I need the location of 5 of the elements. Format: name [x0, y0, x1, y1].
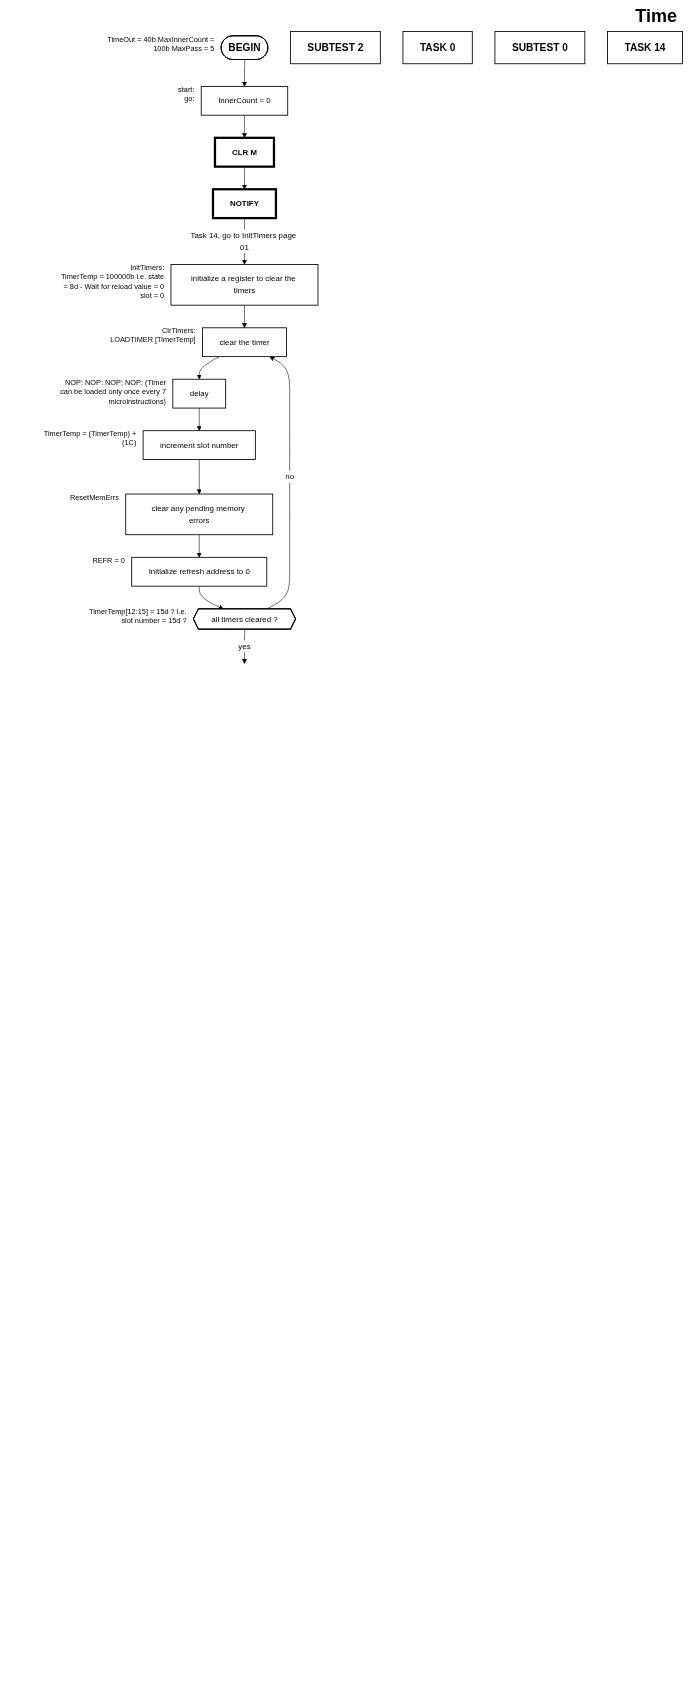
node-box: TASK 0 — [402, 31, 473, 65]
note-text: Time — [635, 6, 677, 27]
node-box: SUBTEST 2 — [289, 31, 381, 65]
node-box: TASK 14 — [606, 31, 683, 65]
node-box: SUBTEST 0 — [494, 31, 585, 65]
